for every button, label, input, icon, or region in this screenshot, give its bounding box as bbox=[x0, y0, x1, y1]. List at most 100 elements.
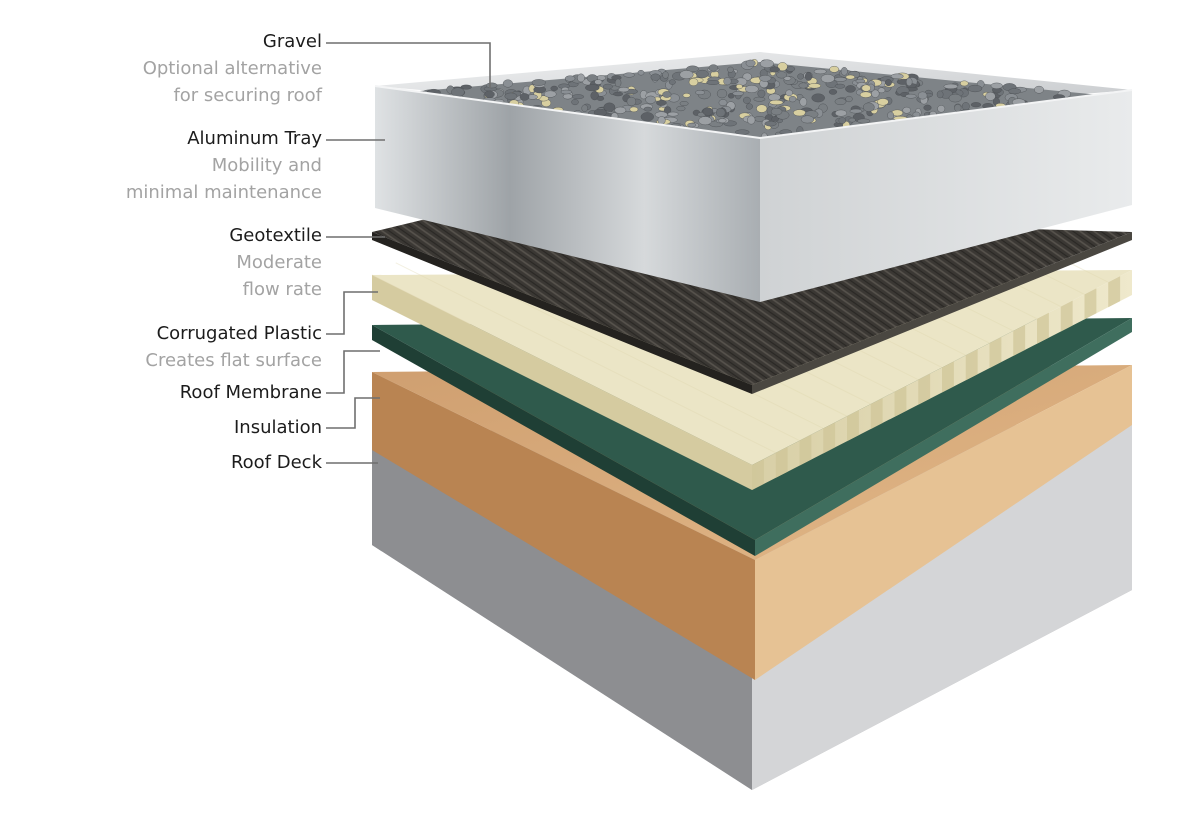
gravel-stone bbox=[735, 129, 750, 135]
corrugation-line bbox=[395, 262, 776, 454]
gravel-stone bbox=[840, 67, 848, 76]
corrugation-ridge bbox=[752, 458, 764, 490]
gravel-stones bbox=[422, 59, 1071, 142]
corrugation-ridge bbox=[799, 434, 812, 466]
gravel-stone bbox=[708, 64, 719, 72]
gravel-stone bbox=[828, 89, 838, 95]
gravel-stone bbox=[682, 93, 691, 98]
gravel-stone bbox=[550, 85, 558, 92]
gravel-stone bbox=[735, 84, 743, 90]
gravel-stone bbox=[679, 70, 694, 80]
gravel-stone bbox=[799, 97, 808, 107]
gravel-stone bbox=[902, 106, 911, 114]
gravel-stone bbox=[560, 89, 572, 95]
gravel-stone bbox=[519, 93, 530, 101]
gravel-stone bbox=[759, 75, 772, 82]
corrugation-ridge bbox=[847, 410, 859, 442]
corrugation-ridge bbox=[1084, 288, 1097, 320]
gravel-stone bbox=[937, 105, 946, 113]
gravel-stone bbox=[716, 88, 728, 99]
gravel-stone bbox=[960, 80, 969, 87]
gravel-stone bbox=[745, 84, 759, 93]
gravel-stone bbox=[798, 82, 808, 89]
gravel-stone bbox=[777, 62, 788, 71]
gravel-stone bbox=[603, 102, 616, 112]
gravel-stone bbox=[504, 92, 518, 100]
gravel-stone bbox=[905, 93, 917, 99]
label-title: Roof Membrane bbox=[179, 382, 322, 403]
gravel-stone bbox=[451, 87, 465, 97]
gravel-stone bbox=[835, 109, 848, 117]
gravel-stone bbox=[637, 69, 645, 76]
gravel-stone bbox=[743, 96, 751, 104]
label-description: minimal maintenance bbox=[125, 182, 322, 203]
gravel-stone bbox=[759, 59, 774, 68]
corrugation-line bbox=[371, 274, 753, 466]
gravel-stone bbox=[769, 66, 780, 73]
gravel-stone bbox=[650, 73, 661, 81]
gravel-stone bbox=[614, 106, 627, 114]
gravel-stone bbox=[970, 102, 982, 108]
gravel-stone bbox=[747, 115, 756, 125]
gravel-stone bbox=[863, 102, 875, 112]
gravel-stone bbox=[613, 91, 623, 97]
corrugation-ridge bbox=[989, 337, 1002, 369]
gravel-stone bbox=[936, 90, 944, 99]
label-title: Roof Deck bbox=[230, 452, 322, 473]
corrugation-ridge bbox=[965, 349, 978, 381]
gravel-stone bbox=[1008, 88, 1022, 95]
gravel-stone bbox=[770, 107, 783, 116]
gravel-stone bbox=[572, 94, 585, 100]
gravel-stone bbox=[793, 109, 806, 117]
gravel-stone bbox=[718, 99, 728, 107]
gravel-stone bbox=[640, 112, 654, 122]
gravel-stone bbox=[745, 103, 753, 110]
gravel-stone bbox=[811, 93, 825, 103]
gravel-stone bbox=[656, 99, 667, 106]
corrugation-ridge bbox=[942, 361, 954, 393]
corrugation-ridge bbox=[1060, 300, 1073, 332]
gravel-stone bbox=[668, 79, 676, 85]
gravel-stone bbox=[797, 73, 804, 80]
gravel-stone bbox=[695, 89, 705, 95]
gravel-stone bbox=[564, 75, 576, 82]
gravel-stone bbox=[702, 107, 714, 116]
gravel-stone bbox=[590, 91, 599, 101]
label-description: Creates flat surface bbox=[145, 350, 322, 371]
label-gravel: Gravel Optional alternative for securing… bbox=[143, 28, 322, 109]
gravel-stone bbox=[917, 91, 928, 100]
label-description: Moderate bbox=[236, 252, 322, 273]
gravel-stone bbox=[967, 84, 983, 93]
corrugation-ridge bbox=[1037, 312, 1049, 344]
gravel-stone bbox=[645, 95, 656, 104]
gravel-stone bbox=[808, 83, 821, 89]
gravel-stone bbox=[643, 106, 653, 112]
corrugation-ridge bbox=[1108, 276, 1121, 308]
label-description: flow rate bbox=[242, 279, 322, 300]
leader-roof-membrane bbox=[326, 350, 380, 394]
gravel-stone bbox=[849, 108, 863, 114]
label-title: Insulation bbox=[233, 417, 322, 438]
corrugation-ridge bbox=[918, 373, 931, 405]
gravel-stone bbox=[688, 78, 699, 87]
gravel-stone bbox=[848, 117, 856, 123]
corrugation-ridge bbox=[870, 397, 883, 430]
label-title: Corrugated Plastic bbox=[156, 323, 322, 344]
gravel-stone bbox=[829, 66, 840, 73]
label-aluminum-tray: Aluminum Tray Mobility and minimal maint… bbox=[126, 125, 322, 206]
gravel-stone bbox=[877, 87, 886, 94]
label-description: Mobility and bbox=[211, 155, 322, 176]
gravel-stone bbox=[1034, 85, 1044, 94]
gravel-stone bbox=[764, 121, 777, 127]
gravel-stone bbox=[486, 82, 498, 89]
gravel-stone bbox=[990, 82, 1003, 89]
gravel-stone bbox=[834, 83, 846, 89]
leader-lines bbox=[326, 42, 491, 464]
gravel-stone bbox=[877, 98, 889, 106]
gravel-stone bbox=[727, 66, 734, 73]
gravel-stone bbox=[623, 72, 635, 78]
label-insulation: Insulation bbox=[234, 414, 322, 441]
gravel-stone bbox=[834, 77, 847, 82]
gravel-stone bbox=[887, 111, 894, 120]
gravel-stone bbox=[662, 91, 672, 98]
